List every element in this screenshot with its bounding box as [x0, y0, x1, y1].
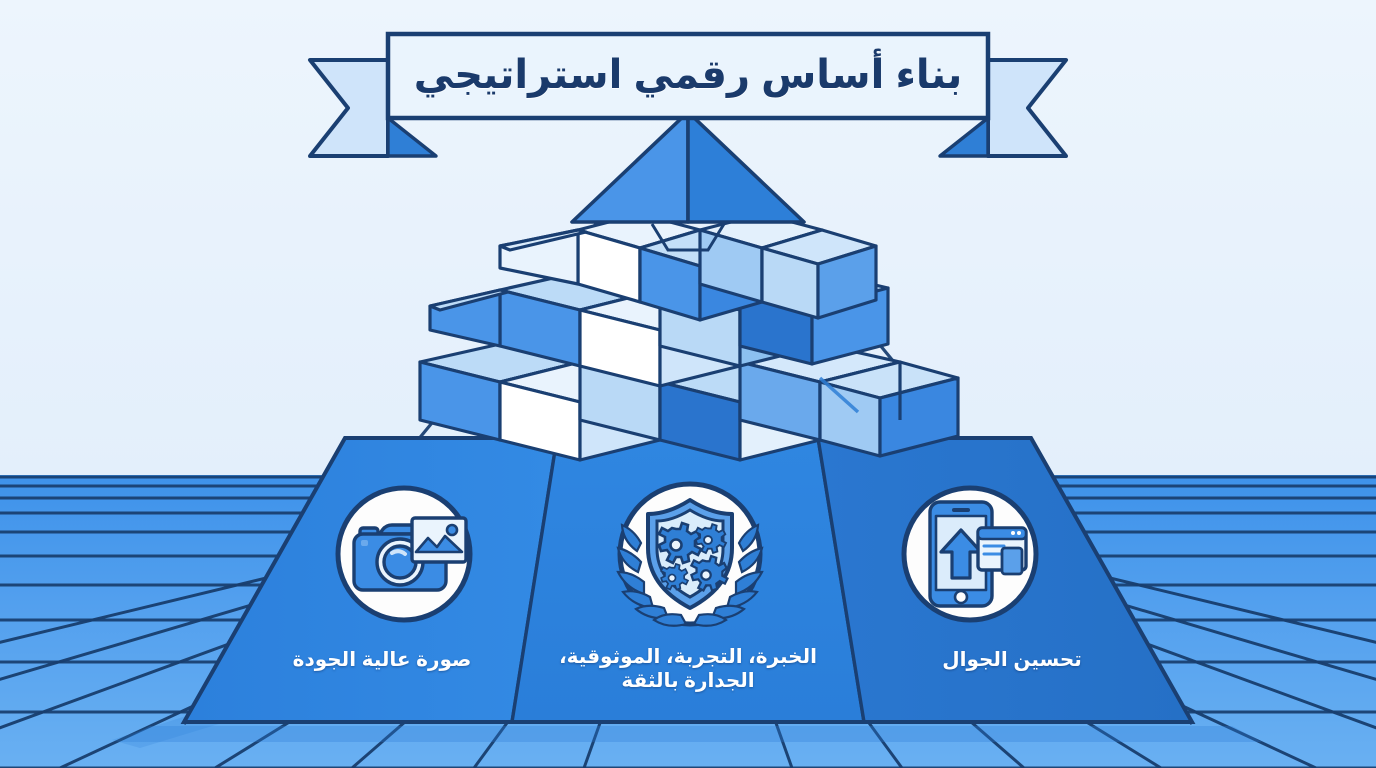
- ribbon-panel: [385, 31, 991, 121]
- gears-icon: [657, 521, 729, 592]
- ribbon-tail-left: [308, 58, 390, 158]
- cube-r2-0: [428, 288, 510, 348]
- base-label-center-line2: الجدارة بالثقة: [621, 670, 755, 693]
- ribbon-fold-right: [938, 116, 990, 158]
- cube-r1-0: [498, 228, 588, 286]
- base-label-center-line1: الخبرة، التجربة، الموثوقية،: [559, 646, 817, 668]
- base-label-right: تحسين الجوال: [942, 649, 1082, 671]
- shield-gears-icon: [646, 498, 734, 610]
- apex-triangle: [570, 110, 806, 252]
- mobile-upgrade-icon: [928, 500, 1028, 608]
- camera-photo-icon: [352, 516, 468, 592]
- block-row-1: [498, 212, 878, 322]
- icon-badge-right[interactable]: [901, 485, 1039, 623]
- icon-badge-center[interactable]: [616, 481, 764, 627]
- title-ribbon: [308, 31, 1068, 158]
- ribbon-fold-left: [386, 116, 438, 158]
- cube-highlight-stroke: [818, 376, 860, 414]
- base-label-center: الخبرة، التجربة، الموثوقية، الجدارة بالث…: [516, 645, 860, 694]
- base-label-left: صورة عالية الجودة: [292, 649, 472, 671]
- cube-r1-4: [760, 228, 878, 320]
- ribbon-tail-right: [986, 58, 1068, 158]
- laurel-wreath-icon: [616, 523, 764, 627]
- icon-badge-left[interactable]: [335, 485, 473, 623]
- pyramid-ground-shadow: [120, 726, 1262, 742]
